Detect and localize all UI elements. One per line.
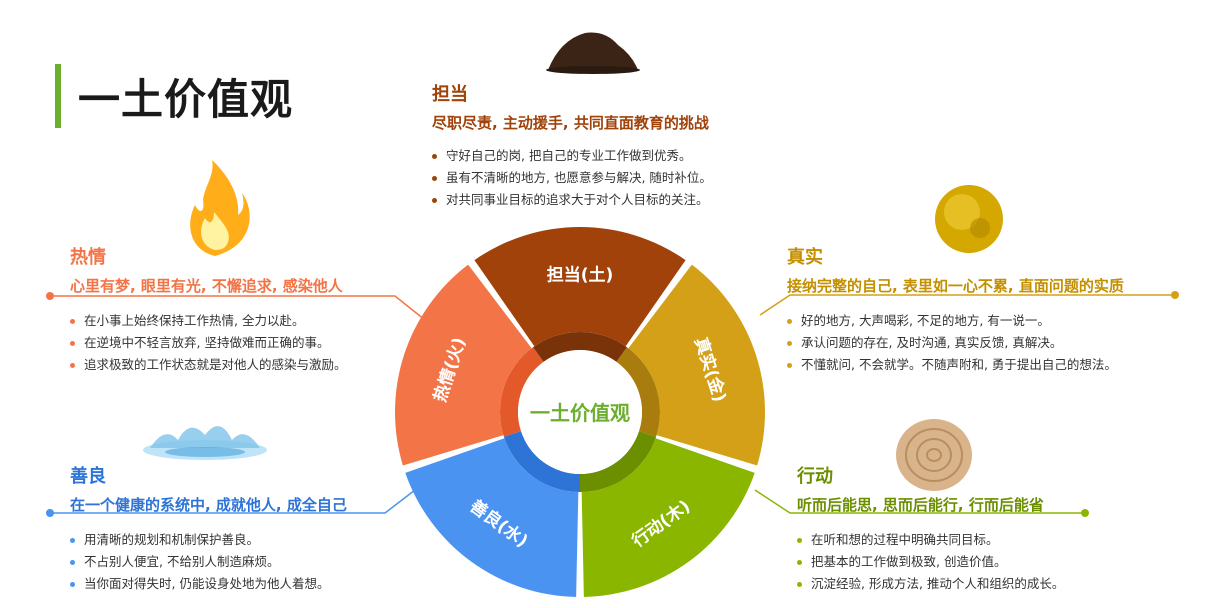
section-shanliang-bullets: 用清晰的规划和机制保护善良。 不占别人便宜, 不给别人制造麻烦。 当你面对得失时… [70,529,347,595]
section-reqing-bullets: 在小事上始终保持工作热情, 全力以赴。 在逆境中不轻言放弃, 坚持做难而正确的事… [70,310,347,376]
section-xingdong: 行动 听而后能思, 思而后能行, 行而后能省 在听和想的过程中明确共同目标。 把… [797,462,1064,595]
bullet: 承认问题的存在, 及时沟通, 真实反馈, 真解决。 [787,332,1124,354]
gold-disc-icon [935,185,1003,253]
flame-icon [190,160,250,256]
section-dandang: 担当 尽职尽责, 主动援手, 共同直面教育的挑战 守好自己的岗, 把自己的专业工… [432,80,712,211]
water-splash-icon [143,426,267,460]
xingdong-connector-dot [1081,509,1089,517]
section-shanliang-subtitle: 在一个健康的系统中, 成就他人, 成全自己 [70,496,347,514]
section-zhenshi-subtitle: 接纳完整的自己, 表里如一心不累, 直面问题的实质 [787,277,1124,295]
reqing-connector-dot [46,292,54,300]
bullet: 追求极致的工作状态就是对他人的感染与激励。 [70,354,347,376]
wood-slice-icon [896,419,972,491]
bullet: 在小事上始终保持工作热情, 全力以赴。 [70,310,347,332]
bullet: 虽有不清晰的地方, 也愿意参与解决, 随时补位。 [432,167,712,189]
bullet: 用清晰的规划和机制保护善良。 [70,529,347,551]
section-zhenshi: 真实 接纳完整的自己, 表里如一心不累, 直面问题的实质 好的地方, 大声喝彩,… [787,243,1124,376]
section-xingdong-bullets: 在听和想的过程中明确共同目标。 把基本的工作做到极致, 创造价值。 沉淀经验, … [797,529,1064,595]
center-circle [518,350,642,474]
soil-pile-icon [546,32,640,74]
title-accent-bar [55,64,61,128]
section-xingdong-title: 行动 [797,466,833,487]
bullet: 好的地方, 大声喝彩, 不足的地方, 有一说一。 [787,310,1124,332]
section-reqing-subtitle: 心里有梦, 眼里有光, 不懈追求, 感染他人 [70,277,343,295]
segment-dandang [474,227,686,347]
xingdong-connector [754,489,1085,514]
section-shanliang: 善良 在一个健康的系统中, 成就他人, 成全自己 用清晰的规划和机制保护善良。 … [70,462,347,595]
inner-ring [499,331,660,492]
section-reqing-title: 热情 [70,247,106,268]
section-reqing: 热情 心里有梦, 眼里有光, 不懈追求, 感染他人 在小事上始终保持工作热情, … [70,243,347,376]
segment-xingdong [581,438,755,597]
center-label: 一土价值观 [530,401,630,425]
segment-shanliang [405,438,579,597]
segment-zhenshi [628,264,766,466]
segment-reqing [395,264,532,466]
wheel-segments [395,227,766,597]
bullet: 不占别人便宜, 不给别人制造麻烦。 [70,551,347,573]
bullet: 在听和想的过程中明确共同目标。 [797,529,1064,551]
bullet: 把基本的工作做到极致, 创造价值。 [797,551,1064,573]
bullet: 守好自己的岗, 把自己的专业工作做到优秀。 [432,145,712,167]
bullet: 当你面对得失时, 仍能设身处地为他人着想。 [70,573,347,595]
zhenshi-connector-dot [1171,291,1179,299]
section-dandang-subtitle: 尽职尽责, 主动援手, 共同直面教育的挑战 [432,114,709,132]
bullet: 在逆境中不轻言放弃, 坚持做难而正确的事。 [70,332,347,354]
section-shanliang-title: 善良 [70,466,106,487]
section-dandang-title: 担当 [432,84,468,105]
zhenshi-connector [759,294,1175,316]
bullet: 不懂就问, 不会就学。不随声附和, 勇于提出自己的想法。 [787,354,1124,376]
shanliang-connector-dot [46,509,54,517]
shanliang-connector [50,489,416,514]
reqing-connector [50,295,426,321]
section-dandang-bullets: 守好自己的岗, 把自己的专业工作做到优秀。 虽有不清晰的地方, 也愿意参与解决,… [432,145,712,211]
connector-lines [46,291,1179,517]
section-zhenshi-bullets: 好的地方, 大声喝彩, 不足的地方, 有一说一。 承认问题的存在, 及时沟通, … [787,310,1124,376]
bullet: 对共同事业目标的追求大于对个人目标的关注。 [432,189,712,211]
segment-label-dandang: 担当(土) [547,265,614,286]
section-xingdong-subtitle: 听而后能思, 思而后能行, 行而后能省 [797,496,1044,514]
page-title: 一土价值观 [78,75,294,124]
section-zhenshi-title: 真实 [787,247,823,268]
bullet: 沉淀经验, 形成方法, 推动个人和组织的成长。 [797,573,1064,595]
